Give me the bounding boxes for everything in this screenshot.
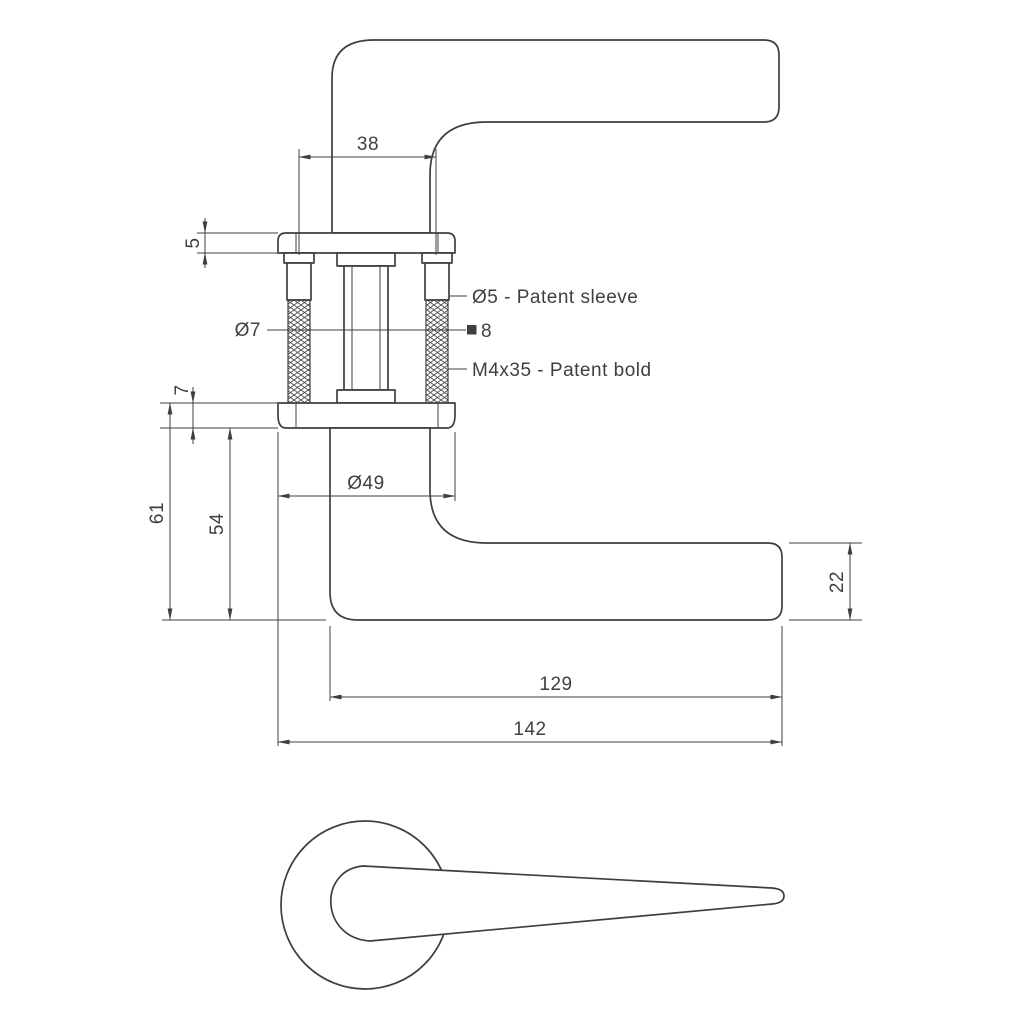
rosette-top-plate bbox=[277, 232, 456, 254]
note-patent-bolt: M4x35 - Patent bold bbox=[472, 360, 652, 381]
lower-lever-outline bbox=[329, 427, 783, 621]
dimension-lines bbox=[167, 154, 853, 745]
rosette-cross-section bbox=[277, 232, 456, 429]
dim-label-61: 61 bbox=[147, 502, 168, 524]
dim-label-38: 38 bbox=[357, 134, 379, 155]
screw-right-head bbox=[421, 252, 453, 264]
dim-label-129: 129 bbox=[539, 674, 572, 695]
spindle-bottom-cap bbox=[336, 389, 396, 404]
screw-left-thread bbox=[287, 299, 311, 404]
extension-lines bbox=[160, 149, 862, 746]
dim-label-142: 142 bbox=[513, 719, 546, 740]
upper-lever-side-view bbox=[331, 39, 780, 234]
screw-right-sleeve bbox=[424, 262, 450, 301]
screw-right bbox=[421, 252, 453, 404]
dim-label-49: Ø49 bbox=[347, 473, 384, 494]
dimension-labels: 38 5 Ø7 Ø5 - Patent sleeve 8 M4x35 - Pat… bbox=[147, 134, 848, 740]
dim-label-5: 5 bbox=[183, 237, 204, 248]
spindle-top-cap bbox=[336, 252, 396, 267]
dim-label-7: 7 bbox=[172, 384, 193, 395]
lower-lever-side-view bbox=[329, 427, 783, 621]
rosette-bottom-plate bbox=[277, 402, 456, 429]
dim-label-54: 54 bbox=[207, 513, 228, 535]
spindle bbox=[336, 252, 396, 404]
dim-label-spindle-8: 8 bbox=[481, 321, 492, 342]
screw-left bbox=[283, 252, 315, 404]
note-patent-sleeve: Ø5 - Patent sleeve bbox=[472, 287, 638, 308]
spindle-body bbox=[343, 265, 389, 391]
square-spindle-symbol bbox=[467, 325, 477, 335]
front-view bbox=[280, 820, 785, 990]
lever-front-shape bbox=[329, 865, 785, 942]
screw-left-sleeve bbox=[286, 262, 312, 301]
upper-lever-outline bbox=[331, 39, 780, 234]
dim-label-22: 22 bbox=[827, 571, 848, 593]
dim-label-screw-dia: Ø7 bbox=[235, 320, 261, 341]
screw-right-thread bbox=[425, 299, 449, 404]
